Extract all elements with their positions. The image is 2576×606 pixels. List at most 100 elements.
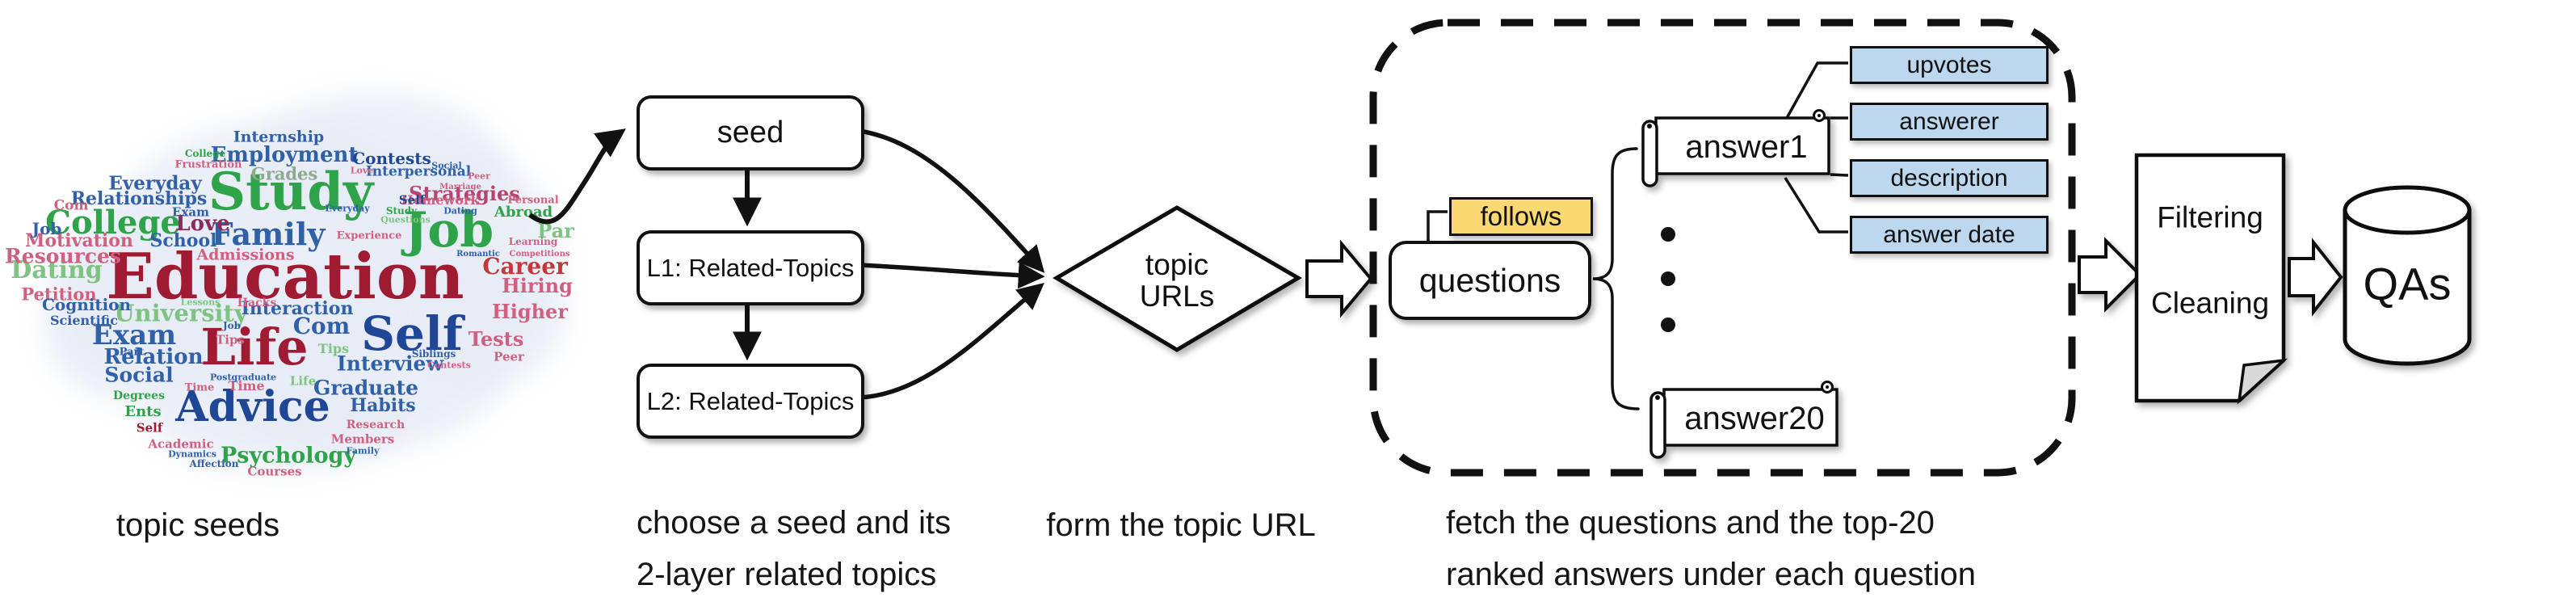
wordcloud-word: Job [32, 219, 62, 238]
wordcloud-word: Time [184, 381, 215, 394]
wordcloud-word: Contests [427, 360, 471, 371]
wordcloud-word: Self [398, 192, 426, 208]
seed-node: seed [637, 95, 864, 170]
wordcloud-word: Job [404, 202, 494, 259]
wordcloud-word: Learning [508, 236, 558, 247]
wordcloud-word: Questions [380, 214, 431, 225]
wordcloud-word: University [114, 299, 248, 327]
questions-node-label: questions [1418, 261, 1561, 299]
wordcloud-word: Members [330, 431, 395, 447]
wordcloud-word: Social [104, 363, 174, 387]
wordcloud-word: Research [346, 419, 406, 431]
wordcloud-word: Relationships [70, 188, 208, 209]
wordcloud-word: Tips [317, 341, 350, 356]
wordcloud-word: Everyday [325, 203, 370, 214]
attribute-tag-description: description [1850, 159, 2049, 197]
questions-node: questions [1389, 241, 1591, 320]
wordcloud-word: Resources [5, 244, 121, 268]
wordcloud-word: Personal [507, 194, 559, 207]
wordcloud-word: Petition [21, 284, 97, 305]
wordcloud-word: Social [431, 160, 462, 171]
attribute-connectors [1784, 61, 1849, 234]
wordcloud-word: Interaction [241, 298, 354, 319]
questions-answers-brace [1592, 147, 1640, 410]
wordcloud-word: Admissions [196, 246, 295, 264]
wordcloud-word: Habits [350, 395, 416, 416]
wordcloud-word: Peer [494, 349, 524, 364]
wordcloud-word: Affection [189, 458, 239, 469]
wordcloud-word: Academic [148, 436, 214, 452]
block-arrow-to-crawl [1305, 239, 1373, 318]
wordcloud-word: Hacks [237, 297, 277, 309]
attribute-tag-answer-date: answer date [1850, 216, 2049, 254]
wordcloud-word: Tips [216, 332, 245, 347]
wordcloud-word: Interview [337, 351, 443, 376]
wordcloud-word: School [149, 230, 217, 251]
wordcloud-word: Family [346, 445, 380, 457]
wordcloud-word: Career [482, 253, 568, 280]
wordcloud-word: Degrees [113, 389, 165, 402]
follows-tag: follows [1449, 197, 1593, 236]
wordcloud-word: College [184, 148, 226, 159]
wordcloud-word: Internship [233, 128, 325, 146]
wordcloud-word: Grades [250, 163, 318, 184]
filtering-label: Filtering [2157, 200, 2263, 234]
wordcloud-word: Time [228, 378, 265, 393]
seed-node-label: seed [716, 116, 784, 149]
wordcloud-word: Experience [336, 229, 402, 242]
answers-ellipsis-dots [1661, 227, 1675, 332]
arrow-cloud-to-seed [528, 128, 626, 225]
wordcloud-word: Cognition [41, 295, 132, 314]
qas-label: QAs [2363, 258, 2452, 309]
topic-urls-diamond [1053, 205, 1302, 352]
wordcloud-word: Employment [210, 143, 359, 167]
wordcloud-word: Graduate [313, 376, 419, 400]
caption-choose-seed: choose a seed and its 2-layer related to… [637, 505, 952, 592]
l1-node-label: L1: Related-Topics [646, 253, 855, 282]
attribute-tag-answerer: answerer [1850, 103, 2049, 141]
wordcloud-word: Higher [492, 300, 568, 323]
wordcloud-word: Life [200, 318, 309, 377]
wordcloud-word: Education [106, 240, 464, 314]
wordcloud-word: Part [119, 346, 145, 359]
wordcloud-word: Scientific [49, 313, 119, 328]
wordcloud-word: Strategies [409, 182, 520, 205]
wordcloud-word: College [45, 204, 181, 242]
wordcloud-word: Dating [443, 205, 477, 217]
wordcloud-word: Study [208, 162, 374, 222]
wordcloud-word: Frustration [174, 158, 242, 171]
wordcloud-word: Romantic [456, 250, 500, 259]
wordcloud-word: Motivation [25, 230, 133, 251]
arrow-l1-to-diamond [859, 262, 1045, 289]
wordcloud-word: Interpersonal [365, 163, 472, 180]
answer20-scroll-shape [1649, 381, 1838, 459]
wordcloud-word: Self [136, 420, 163, 436]
follows-tag-label: follows [1480, 201, 1562, 231]
wordcloud-word: Exam [91, 319, 177, 351]
cloud-blob [145, 347, 412, 473]
wordcloud-word: Dynamics [168, 448, 216, 460]
wordcloud-word: Ents [124, 403, 162, 420]
wordcloud-word: Dating [11, 256, 103, 284]
wordcloud-word: Competitions [509, 250, 570, 259]
answer1-scroll-shape [1641, 109, 1830, 187]
wordcloud-word: Com [292, 313, 351, 339]
wordcloud-word: Courses [247, 464, 302, 479]
l1-related-topics-node: L1: Related-Topics [637, 230, 864, 305]
dashed-crawl-boundary [1369, 19, 2076, 477]
wordcloud-word: Self [361, 306, 463, 361]
caption-fetch-questions: fetch the questions and the top-20 ranke… [1446, 505, 1976, 592]
arrow-seed-to-diamond [859, 128, 1045, 273]
qas-cylinder-shape [2343, 185, 2472, 366]
wordcloud-word: Psychology [220, 443, 357, 469]
wordcloud-word: Love [175, 212, 230, 236]
wordcloud-word: Love [350, 165, 374, 176]
wordcloud-word: Peer [468, 170, 490, 182]
wordcloud-word: Postgraduate [209, 372, 277, 383]
cloud-blob [388, 242, 565, 388]
wordcloud-word: Abroad [494, 204, 553, 221]
wordcloud-word: Family [211, 216, 326, 252]
